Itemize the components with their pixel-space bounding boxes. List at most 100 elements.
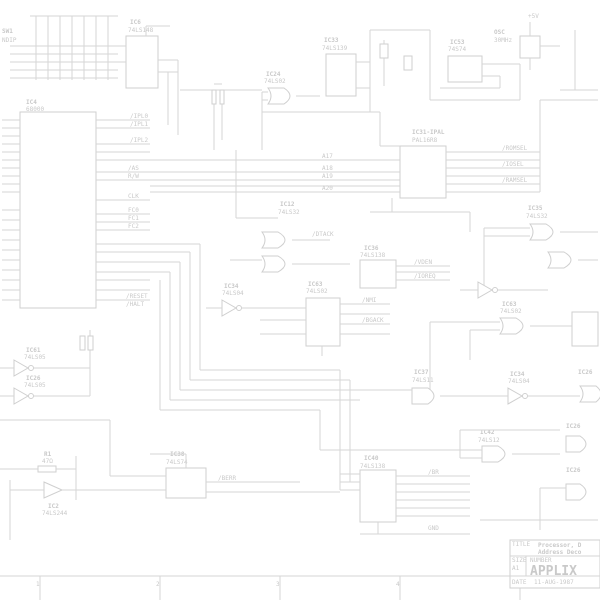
size-value: A1	[512, 565, 520, 572]
ic6-part: 74LS148	[128, 27, 154, 34]
ic26c-ref: IC26	[566, 467, 581, 474]
ic63b-ref: IC63	[502, 301, 517, 308]
pullup-resistors	[211, 83, 225, 150]
ic34b-ref: IC34	[510, 371, 525, 378]
sig-nmi: /NMI	[362, 297, 377, 304]
ic26-ref: IC26	[578, 369, 593, 376]
sig-iosel: /IOSEL	[502, 161, 524, 168]
sig-vcc-osc: +5V	[528, 13, 539, 20]
ic12-part: 74LS32	[278, 209, 300, 216]
company-name: APPLIX	[530, 564, 577, 579]
sig-ramsel: /RAMSEL	[502, 177, 528, 184]
zone-2: 2	[156, 581, 160, 588]
ic61-ref: IC61	[26, 347, 41, 354]
r1-part: 47Ω	[42, 458, 53, 465]
ic26b-ref: IC26	[566, 423, 581, 430]
ic38-part: 74LS74	[166, 459, 188, 466]
ic63-right-gate: IC63 74LS02	[429, 301, 599, 390]
left-inverters: IC61 74LS05 IC26 74LS05	[0, 330, 120, 477]
address-bus: A17 A18 A19 A20	[150, 150, 400, 219]
sig-bgack: /BGACK	[362, 317, 384, 324]
ic40-part: 74LS138	[360, 463, 386, 470]
ic12-ref: IC12	[280, 201, 295, 208]
dip-switch-block: SW1 NDIP	[2, 15, 118, 80]
sig-gnd: GND	[428, 525, 439, 532]
ic31-ref: IC31-IPAL	[412, 129, 445, 136]
sig-br: /BR	[428, 469, 439, 476]
sig-reset: /RESET	[126, 293, 148, 300]
sig-fc1: FC1	[128, 215, 139, 222]
ic24-ref: IC24	[266, 71, 281, 78]
ic53-part: 74S74	[448, 46, 466, 53]
sig-addr-a17: A17	[322, 153, 333, 160]
ic4-part: 68000	[26, 106, 44, 113]
ic63-block: IC63 74LS02 /NMI /BGACK	[260, 281, 390, 356]
ic42-gate: IC42 74LS12 IC26 IC26	[459, 423, 598, 530]
ic37-part: 74LS11	[412, 377, 434, 384]
ic33-block: IC33 74LS139	[322, 29, 430, 112]
control-bus	[150, 243, 460, 451]
sig-romsel: /ROMSEL	[502, 145, 528, 152]
zone-3: 3	[276, 581, 280, 588]
ic31-part: PAL16R8	[412, 137, 438, 144]
sig-addr-a20: A20	[322, 185, 333, 192]
ic53-block: IC53 74S74	[429, 30, 520, 101]
ic26c-left-part: 74LS05	[24, 382, 46, 389]
ic63-ref: IC63	[308, 281, 323, 288]
r1-ic2-block: R1 47Ω IC2 74LS244	[0, 451, 120, 540]
ic63b-part: 74LS02	[500, 308, 522, 315]
date-label: DATE	[512, 579, 527, 586]
subtitle-text: Address Deco	[538, 549, 582, 556]
ic36-block: IC36 74LS138 /VDEN /IOREQ	[359, 245, 450, 289]
date-value: 11-AUG-1987	[534, 579, 574, 586]
size-label: SIZE	[512, 557, 527, 564]
osc-ref: OSC	[494, 29, 505, 36]
ic31-pal: IC31-IPAL PAL16R8 /ROMSEL /IOSEL /RAMSEL	[370, 99, 598, 232]
ic12-gates: IC12 74LS32 /DTACK	[230, 201, 350, 273]
ic35-ref: IC35	[528, 205, 543, 212]
ic4-ref: IC4	[26, 99, 37, 106]
sig-ipl0: /IPL0	[130, 113, 148, 120]
ic36-ref: IC36	[364, 245, 379, 252]
ic34-ref: IC34	[224, 283, 239, 290]
ic35-gates: IC35 74LS32	[483, 205, 598, 290]
sig-fc0: FC0	[128, 207, 139, 214]
sig-berr: /BERR	[218, 475, 236, 482]
sig-halt: /HALT	[126, 301, 144, 308]
zone-1: 1	[36, 581, 40, 588]
sig-fc2: FC2	[128, 223, 139, 230]
ic38-block: IC38 74LS74 /BERR	[120, 451, 340, 499]
ic37-ref: IC37	[414, 369, 429, 376]
zone-4: 4	[396, 581, 400, 588]
sig-ioreq: /IOREQ	[414, 273, 436, 280]
ic2-ref: IC2	[48, 503, 59, 510]
sig-vden: /VDEN	[414, 259, 432, 266]
ic6-block: IC6 74LS148	[118, 19, 179, 135]
sig-dtack: /DTACK	[312, 231, 334, 238]
sig-addr-a18: A18	[322, 165, 333, 172]
sw1-ref: SW1	[2, 28, 13, 35]
ic2-part: 74LS244	[42, 510, 68, 517]
ic33-ref: IC33	[324, 37, 339, 44]
ic34b-part: 74LS04	[508, 378, 530, 385]
ic35-part: 74LS32	[526, 213, 548, 220]
ic33-part: 74LS139	[322, 45, 348, 52]
sig-as: /AS	[128, 165, 139, 172]
sig-rw: R/W	[128, 173, 139, 180]
sig-ipl2: /IPL2	[130, 137, 148, 144]
title-block: TITLE Processor, D Address Deco SIZE A1 …	[509, 539, 600, 589]
ic26c-left-ref: IC26	[26, 375, 41, 382]
title-label: TITLE	[512, 541, 530, 548]
ic34-part: 74LS04	[222, 290, 244, 297]
ic40-block: IC40 74LS138 /BR GND	[339, 370, 470, 535]
oscillator: OSC 30MHz +5V	[494, 13, 598, 100]
drawing-border: 1 2 3 4	[0, 575, 600, 600]
ic42-ref: IC42	[480, 429, 495, 436]
sig-clk: CLK	[128, 193, 139, 200]
ic24-part: 74LS02	[264, 78, 286, 85]
sig-addr-a19: A19	[322, 173, 333, 180]
number-label: NUMBER	[530, 557, 552, 564]
ic6-ref: IC6	[130, 19, 141, 26]
